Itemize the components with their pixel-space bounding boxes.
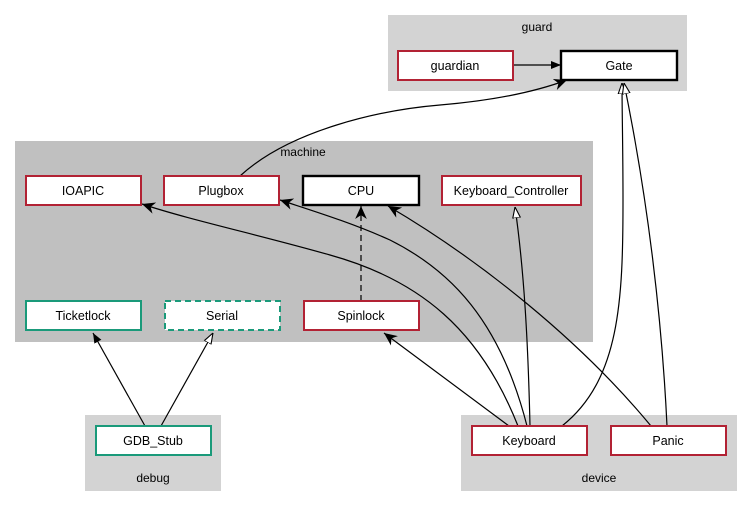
edge-gdbstub-to-ticketlock xyxy=(92,332,146,427)
node-plugbox[interactable]: Plugbox xyxy=(163,175,280,206)
node-plugbox-label: Plugbox xyxy=(198,184,244,198)
cluster-debug-label: debug xyxy=(136,471,169,485)
node-gate-label: Gate xyxy=(605,59,632,73)
node-spinlock[interactable]: Spinlock xyxy=(303,300,420,331)
edge-keyboard-to-spinlock xyxy=(383,332,510,427)
node-gate-box[interactable] xyxy=(559,49,679,82)
node-ticketlock-label: Ticketlock xyxy=(55,309,111,323)
node-gdb-stub[interactable]: GDB_Stub xyxy=(95,425,212,456)
node-keyboard[interactable]: Keyboard xyxy=(471,425,588,456)
node-panic-label: Panic xyxy=(652,434,683,448)
edge-gdbstub-to-serial xyxy=(160,333,213,427)
node-keyboard-controller-box[interactable] xyxy=(441,175,582,206)
edge-panic-to-gate xyxy=(624,83,668,427)
edge-keyboard-to-ioapic xyxy=(141,202,519,427)
node-plugbox-box[interactable] xyxy=(163,175,280,206)
node-serial-label: Serial xyxy=(206,309,238,323)
cluster-device-label: device xyxy=(582,471,617,485)
node-ioapic-label: IOAPIC xyxy=(62,184,104,198)
node-ioapic[interactable]: IOAPIC xyxy=(25,175,142,206)
node-cpu[interactable]: CPU xyxy=(301,174,421,207)
node-gdb-stub-box[interactable] xyxy=(95,425,212,456)
node-gdb-stub-label: GDB_Stub xyxy=(123,434,183,448)
node-serial-box[interactable] xyxy=(164,300,281,331)
node-cpu-label: CPU xyxy=(348,184,374,198)
edge-keyboard-to-keyboard-controller xyxy=(515,207,531,427)
edge-keyboard-to-plugbox xyxy=(279,198,528,427)
node-keyboard-label: Keyboard xyxy=(502,434,556,448)
node-guardian[interactable]: guardian xyxy=(397,50,514,81)
node-serial[interactable]: Serial xyxy=(164,300,281,331)
node-keyboard-controller-label: Keyboard_Controller xyxy=(454,184,569,198)
node-ioapic-box[interactable] xyxy=(25,175,142,206)
node-spinlock-box[interactable] xyxy=(303,300,420,331)
node-spinlock-label: Spinlock xyxy=(337,309,385,323)
edge-panic-to-cpu xyxy=(387,205,652,427)
edge-plugbox-to-gate xyxy=(239,79,568,177)
node-panic[interactable]: Panic xyxy=(610,425,727,456)
cluster-guard-label: guard xyxy=(522,20,553,34)
node-panic-box[interactable] xyxy=(610,425,727,456)
cluster-machine-label: machine xyxy=(280,145,326,159)
node-ticketlock-box[interactable] xyxy=(25,300,142,331)
node-gate[interactable]: Gate xyxy=(559,49,679,82)
edge-keyboard-to-gate xyxy=(561,83,623,427)
node-keyboard-controller[interactable]: Keyboard_Controller xyxy=(441,175,582,206)
node-guardian-label: guardian xyxy=(431,59,480,73)
node-ticketlock[interactable]: Ticketlock xyxy=(25,300,142,331)
node-keyboard-box[interactable] xyxy=(471,425,588,456)
node-guardian-box[interactable] xyxy=(397,50,514,81)
node-cpu-box[interactable] xyxy=(301,174,421,207)
